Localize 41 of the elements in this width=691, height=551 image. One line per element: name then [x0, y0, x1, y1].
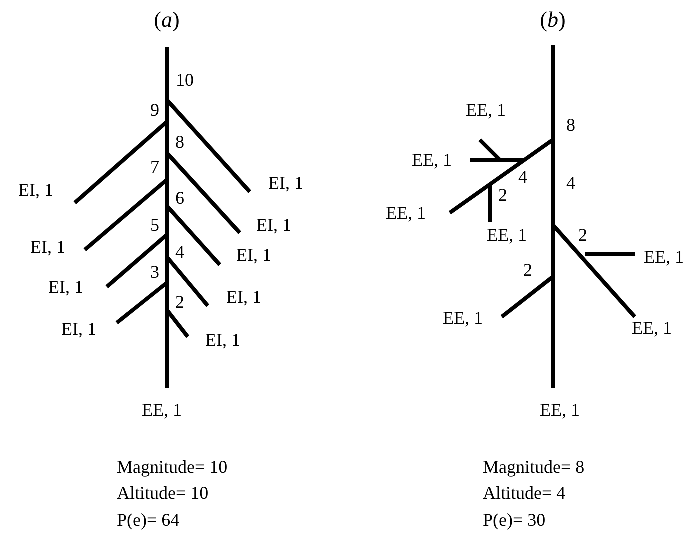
- end-label: EE, 1: [412, 151, 452, 169]
- number-label: 2: [176, 293, 184, 311]
- end-label: EI, 1: [268, 174, 304, 192]
- end-label: EE, 1: [443, 309, 483, 327]
- number-label: 7: [150, 158, 160, 176]
- end-label: EI, 1: [48, 278, 84, 296]
- number-label: 3: [150, 263, 160, 281]
- number-label: 4: [566, 174, 576, 192]
- number-label: 5: [150, 216, 160, 234]
- stat-text: Magnitude= 8: [483, 458, 585, 476]
- end-label: EI, 1: [62, 320, 96, 338]
- stat-text: Altitude= 10: [117, 484, 209, 502]
- number-label: 6: [176, 189, 184, 207]
- number-label: 2: [578, 226, 588, 244]
- panel-label: (a): [154, 9, 180, 31]
- number-label: 9: [150, 101, 160, 119]
- number-label: 2: [524, 261, 532, 279]
- end-label: EE, 1: [142, 401, 182, 419]
- stat-text: Magnitude= 10: [117, 458, 228, 476]
- end-label: EE, 1: [540, 401, 580, 419]
- end-label: EI, 1: [18, 181, 54, 199]
- number-label: 4: [518, 168, 528, 186]
- end-label: EE, 1: [487, 226, 527, 244]
- end-label: EI, 1: [256, 216, 292, 234]
- panel-label: (b): [540, 9, 566, 31]
- number-label: 2: [498, 186, 508, 204]
- end-label: EE, 1: [644, 248, 684, 266]
- end-label: EI, 1: [206, 331, 240, 349]
- number-label: 4: [176, 243, 184, 261]
- end-label: EI, 1: [236, 246, 272, 264]
- number-label: 8: [566, 116, 576, 134]
- end-label: EE, 1: [466, 101, 506, 119]
- stat-text: P(e)= 64: [117, 511, 180, 529]
- number-label: 8: [176, 133, 184, 151]
- end-label: EE, 1: [386, 204, 426, 222]
- number-label: 10: [176, 71, 194, 89]
- end-label: EI, 1: [226, 288, 262, 306]
- end-label: EE, 1: [632, 319, 672, 337]
- end-label: EI, 1: [30, 238, 66, 256]
- stat-text: P(e)= 30: [483, 511, 546, 529]
- stat-text: Altitude= 4: [483, 484, 566, 502]
